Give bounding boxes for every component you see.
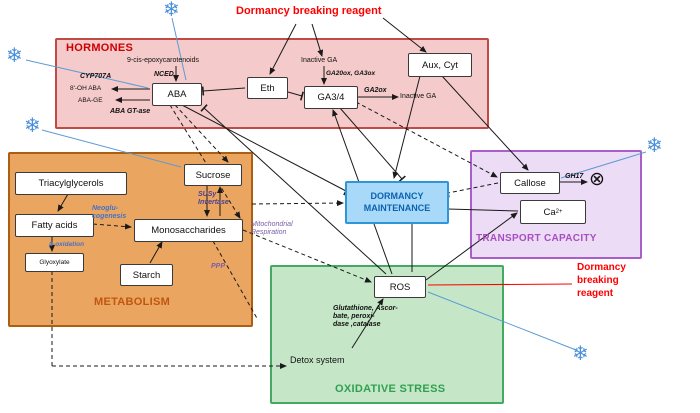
ga20ox-ga3ox-label: GA20ox, GA3ox [326,70,376,77]
respiration-line: Respiration [251,229,287,237]
mitochondrial-respiration-label: Mitochondrial Respiration [251,221,293,237]
mitochondrial-line: Mitochondrial [251,221,293,228]
calcium-base: Ca [543,206,556,218]
eth-node: Eth [247,77,288,99]
invertase-line: Invertase [198,199,229,207]
susy-line: SUSy [198,191,217,198]
starch-node: Starch [120,264,173,286]
aux-cyt-node: Aux, Cyt [408,53,472,77]
snowflake-icon: ❄ [572,343,589,365]
inactive-ga-top-label: Inactive GA [301,57,338,64]
dormancy-maintenance-line2: MAINTENANCE [363,202,431,213]
right-label-line3: reagent [577,288,614,299]
detox-system-label: Detox system [290,355,345,365]
cyp707a-label: CYP707A [80,73,112,80]
snowflake-icon: ❄ [646,135,663,157]
triacylglycerols-node: Triacylglycerols [15,172,127,195]
aba-gt-ase-label: ABA GT-ase [110,108,151,115]
aba-node: ABA [152,83,202,106]
crossed-circle-icon: ⊗ [589,169,605,190]
fatty-acids-node: Fatty acids [15,214,94,237]
inactive-ga-right-label: Inactive GA [400,93,437,100]
detox-enzymes-label: Glutathione, Ascor- bate, peroxi- dase ,… [333,305,398,329]
right-label-line2: breaking [577,275,619,286]
dormancy-breaking-reagent-top-label: Dormancy breaking reagent [236,5,382,17]
oxidative-stress-title: OXIDATIVE STRESS [335,383,446,395]
neoglucogenesis-line2: cogenesis [92,213,127,221]
detox-enzymes-line2: bate, peroxi- [333,313,375,321]
oh-aba-label: 8'-OH ABA [70,85,102,92]
snowflake-icon: ❄ [163,0,180,21]
right-label-line1: Dormancy [577,262,626,273]
dormancy-breaking-reagent-right-label: Dormancy breaking reagent [577,261,626,300]
calcium-sup: 2+ [555,209,563,215]
hormones-title: HORMONES [66,42,134,54]
gh17-label: GH17 [565,173,584,180]
ga2ox-label: GA2ox [364,87,387,94]
sucrose-node: Sucrose [184,164,242,186]
dormancy-maintenance-box: DORMANCY MAINTENANCE [345,181,449,224]
susy-invertase-label: SUSy Invertase [198,191,229,207]
glyoxylate-node: Glyoxylate [25,253,84,272]
aba-ge-label: ABA-GE [78,97,103,104]
snowflake-icon: ❄ [6,45,23,67]
snowflake-icon: ❄ [24,115,41,137]
dormancy-maintenance-line1: DORMANCY [370,190,424,201]
neoglucogenesis-line1: Neoglu- [92,205,119,212]
detox-enzymes-line3: dase ,catalase [333,321,381,329]
ros-node: ROS [374,276,426,298]
monosaccharides-node: Monosaccharides [134,219,243,242]
callose-node: Callose [500,172,560,194]
ppp-label: PPP [211,263,226,270]
epoxycarotenoids-label: 9-cis-epoxycarotenoids [127,57,199,64]
nced-label: NCED [154,71,174,78]
ga34-node: GA3/4 [304,86,358,109]
metabolism-title: METABOLISM [94,296,171,308]
transport-capacity-title: TRANSPORT CAPACITY [476,233,597,244]
beta-oxidation-label: β-oxidation [49,241,85,248]
detox-enzymes-line1: Glutathione, Ascor- [333,305,398,312]
neoglucogenesis-label: Neoglu- cogenesis [92,205,126,221]
